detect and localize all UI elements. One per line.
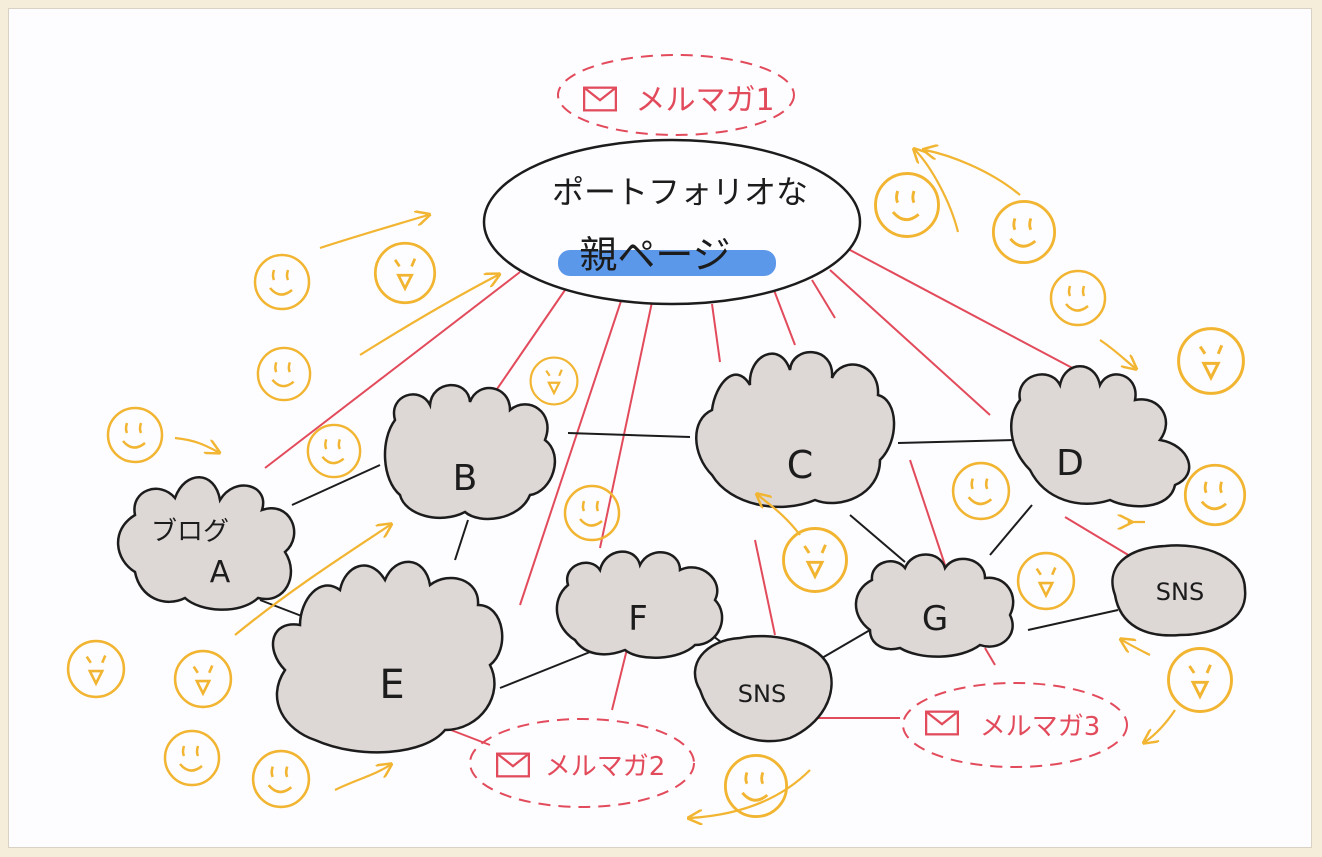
- smiley-face-icon: [306, 423, 362, 479]
- node-d[interactable]: D: [1010, 365, 1191, 508]
- node-sns-2-label: SNS: [1156, 578, 1204, 606]
- smiley-face-icon: [1016, 551, 1076, 611]
- smiley-face-icon: [1167, 647, 1233, 713]
- cloud-node-icon: [116, 476, 296, 611]
- mailmag-3[interactable]: メルマガ3: [902, 682, 1128, 768]
- envelope-icon: [496, 752, 530, 778]
- node-a[interactable]: ブログ A: [116, 476, 296, 611]
- node-b[interactable]: B: [383, 383, 556, 521]
- cloud-node-icon: [854, 553, 1015, 658]
- node-sns-2[interactable]: SNS: [1111, 544, 1247, 637]
- node-sns-1[interactable]: SNS: [693, 634, 833, 743]
- cloud-node-icon: [693, 634, 833, 743]
- node-a-letter: A: [210, 555, 231, 590]
- envelope-icon: [583, 86, 617, 112]
- node-c-label: C: [787, 443, 814, 487]
- node-c[interactable]: C: [695, 350, 896, 509]
- smiley-face-icon: [874, 172, 940, 238]
- smiley-face-icon: [782, 527, 848, 593]
- mailmag-3-label: メルマガ3: [980, 712, 1101, 742]
- smiley-face-icon: [66, 639, 126, 699]
- smiley-face-icon: [1177, 327, 1245, 395]
- smiley-face-icon: [1049, 269, 1107, 327]
- node-b-label: B: [453, 458, 478, 499]
- smiley-face-icon: [253, 253, 311, 311]
- parent-page-node[interactable]: ポートフォリオな 親ページ: [482, 138, 862, 306]
- smiley-face-icon: [373, 241, 437, 305]
- smiley-face-icon: [529, 356, 579, 406]
- mailmag-1-label: メルマガ1: [635, 83, 774, 118]
- mailmag-1[interactable]: メルマガ1: [557, 54, 795, 136]
- highlight-mark: [558, 250, 776, 276]
- node-f-label: F: [628, 599, 648, 639]
- node-e-label: E: [379, 662, 404, 708]
- smiley-face-icon: [163, 729, 221, 787]
- cloud-node-icon: [383, 383, 556, 521]
- smiley-face-icon: [563, 484, 621, 542]
- envelope-icon: [925, 710, 959, 736]
- mailmag-2-label: メルマガ2: [545, 752, 666, 782]
- node-e[interactable]: E: [271, 560, 504, 754]
- node-f[interactable]: F: [555, 550, 724, 660]
- smiley-face-icon: [106, 406, 164, 464]
- smiley-face-icon: [991, 199, 1057, 265]
- smiley-face-icon: [173, 649, 233, 709]
- parent-title-line2: 親ページ: [579, 233, 730, 277]
- cloud-node-icon: [271, 560, 504, 754]
- smiley-face-icon: [251, 749, 311, 809]
- node-g-label: G: [922, 599, 948, 639]
- cloud-node-icon: [1111, 544, 1247, 637]
- cloud-node-icon: [1010, 365, 1191, 508]
- node-g[interactable]: G: [854, 553, 1015, 658]
- smiley-face-icon: [951, 461, 1011, 521]
- cloud-node-icon: [695, 350, 896, 509]
- mailmag-2[interactable]: メルマガ2: [469, 718, 695, 808]
- smiley-face-icon: [723, 753, 789, 819]
- node-links: [259, 432, 1119, 689]
- parent-title-line1: ポートフォリオな: [552, 173, 808, 211]
- node-d-label: D: [1056, 443, 1084, 484]
- smiley-face-icon: [1183, 463, 1247, 527]
- node-sns-1-label: SNS: [738, 680, 786, 708]
- cloud-node-icon: [555, 550, 724, 660]
- smiley-face-icon: [256, 346, 312, 402]
- node-a-label: ブログ: [151, 517, 229, 547]
- visitor-arrows: [174, 150, 1176, 818]
